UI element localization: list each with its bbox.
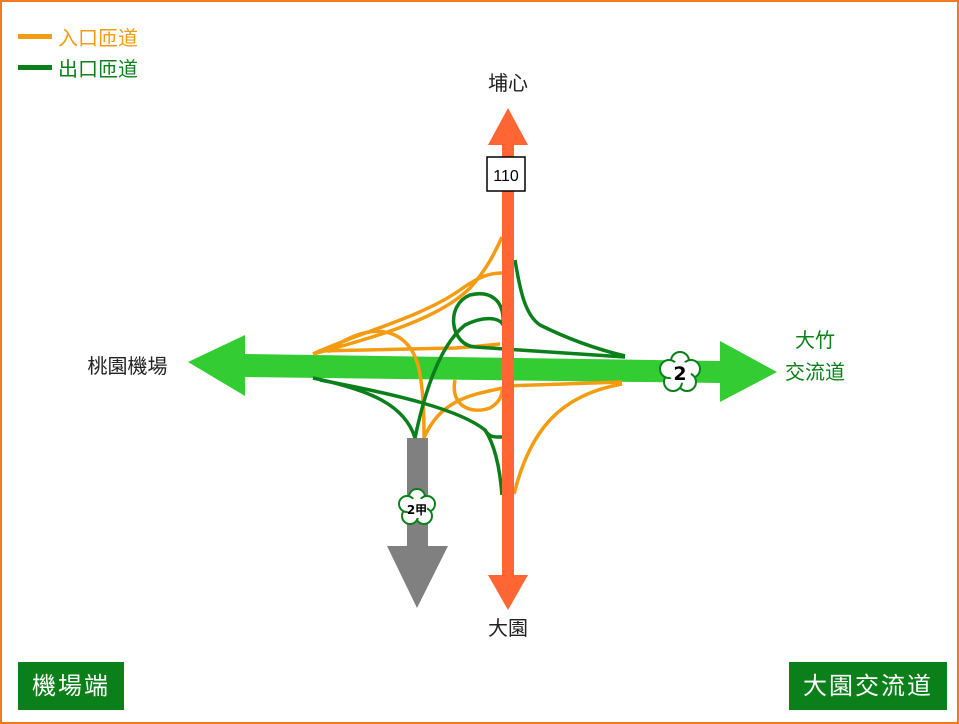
exit-swatch: [18, 65, 52, 70]
dest-east-1: 大竹: [795, 328, 835, 352]
dest-west: 桃園機場: [87, 354, 168, 378]
dest-south: 大園: [488, 616, 528, 640]
route-110-label: 110: [493, 168, 519, 185]
south-arrow: [488, 575, 528, 610]
freeway-road: [188, 335, 777, 402]
legend-exit-label: 出口匝道: [58, 57, 138, 81]
spur-arrow: [387, 546, 448, 608]
legend-entry-label: 入口匝道: [58, 26, 138, 50]
north-arrow: [488, 108, 528, 145]
exit-ramps: [312, 259, 626, 496]
dest-north: 埔心: [488, 71, 528, 95]
legend-entry: 入口匝道: [18, 22, 138, 51]
freeway-2-label: 2: [673, 363, 686, 385]
freeway-2a-label: 2甲: [407, 503, 427, 517]
route-110-shield: [486, 156, 526, 192]
provincial-road: [502, 140, 514, 580]
freeway-2-shield: [659, 351, 701, 392]
airport-end-button[interactable]: 機場端: [18, 662, 124, 710]
freeway-2a-shield: [398, 488, 436, 525]
dayuan-interchange-button[interactable]: 大園交流道: [789, 662, 947, 710]
entry-swatch: [18, 34, 52, 39]
dest-east-2: 交流道: [785, 360, 845, 384]
legend-exit: 出口匝道: [18, 53, 138, 82]
